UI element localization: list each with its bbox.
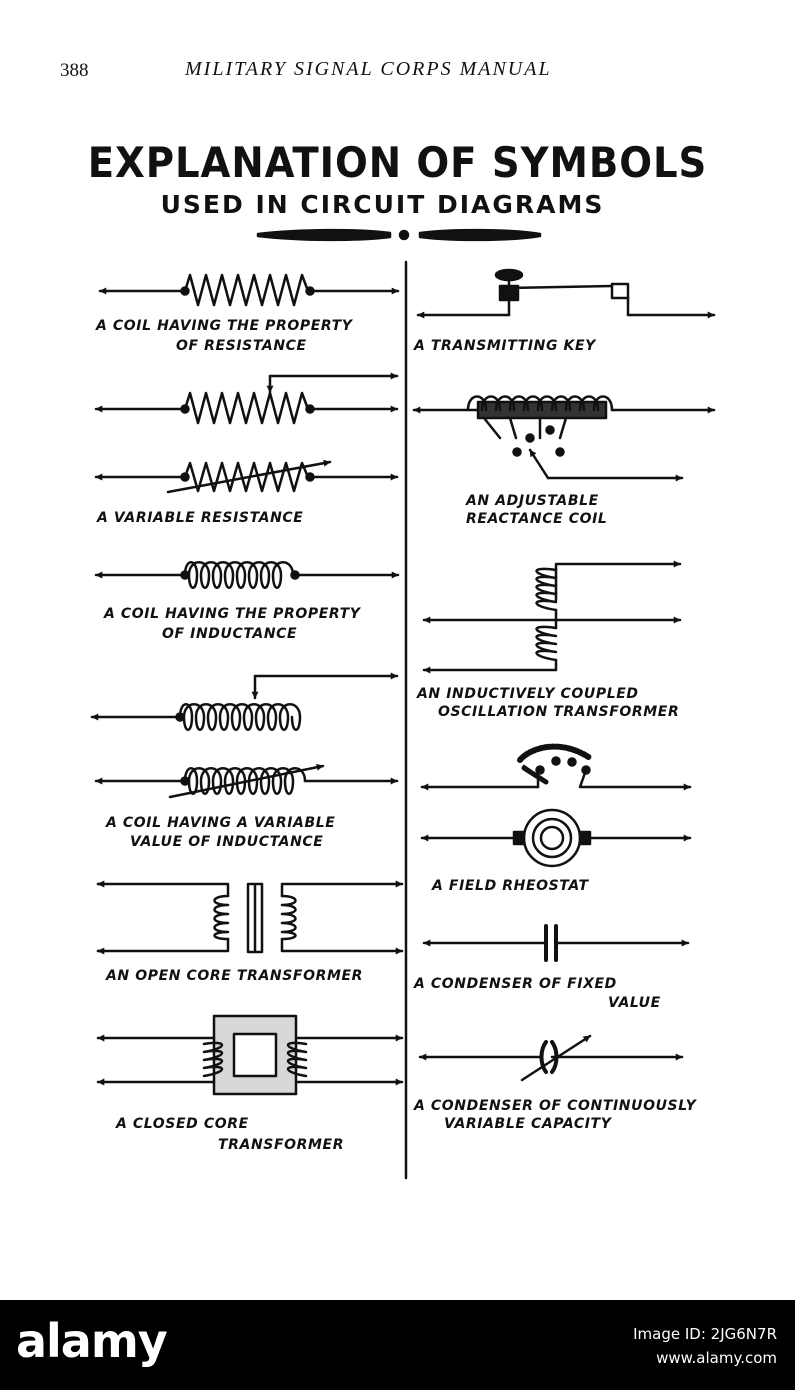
caption-closed-core-line2: TRANSFORMER	[218, 1137, 345, 1153]
caption-variable-resistance: A VARIABLE RESISTANCE	[97, 510, 304, 526]
adjustable-reactance-coil-symbol	[412, 395, 716, 482]
caption-inductance-line2: OF INDUCTANCE	[162, 626, 298, 642]
caption-open-core: AN OPEN CORE TRANSFORMER	[106, 968, 364, 984]
caption-field-rheostat: A FIELD RHEOSTAT	[432, 878, 589, 894]
tapped-resistance-symbol	[94, 372, 399, 425]
image-id-text: Image ID: 2JG6N7R	[633, 1325, 777, 1343]
caption-reactance-line2: REACTANCE COIL	[466, 511, 608, 527]
inductance-coil-symbol	[94, 561, 400, 589]
open-core-transformer-symbol	[96, 880, 404, 955]
page-number: 388	[60, 60, 89, 81]
alamy-logo: alamy	[16, 1314, 168, 1368]
site-url-text: www.alamy.com	[656, 1349, 777, 1367]
resistance-symbol	[98, 273, 400, 307]
variable-inductance-symbol	[94, 763, 399, 799]
variable-condenser-symbol	[418, 1034, 684, 1082]
closed-core-transformer-symbol	[96, 1014, 404, 1096]
symbols-diagram	[90, 228, 716, 1180]
caption-transmitting-key: A TRANSMITTING KEY	[414, 338, 596, 354]
caption-fixed-condenser-line2: VALUE	[608, 995, 661, 1011]
oscillation-transformer-symbol	[422, 560, 682, 674]
caption-resistance-line2: OF RESISTANCE	[176, 338, 307, 354]
page-title: EXPLANATION OF SYMBOLS	[87, 138, 708, 187]
caption-variable-inductance-line1: A COIL HAVING A VARIABLE	[106, 815, 336, 831]
transmitting-key-symbol	[416, 268, 716, 319]
caption-oscillation-line2: OSCILLATION TRANSFORMER	[438, 704, 680, 720]
caption-inductance-line1: A COIL HAVING THE PROPERTY	[104, 606, 361, 622]
ornament-divider	[256, 228, 542, 242]
caption-variable-inductance-line2: VALUE OF INDUCTANCE	[130, 834, 324, 850]
field-rheostat-symbol	[420, 743, 692, 791]
caption-reactance-line1: AN ADJUSTABLE	[466, 493, 599, 509]
stock-footer-bar: alamy Image ID: 2JG6N7R www.alamy.com	[0, 1300, 795, 1390]
caption-closed-core-line1: A CLOSED CORE	[116, 1116, 249, 1132]
variable-resistance-symbol	[94, 459, 399, 494]
caption-fixed-condenser-line1: A CONDENSER OF FIXED	[414, 976, 617, 992]
manual-page: 388 MILITARY SIGNAL CORPS MANUAL EXPLANA…	[60, 58, 716, 1180]
caption-variable-condenser-line1: A CONDENSER OF CONTINUOUSLY	[414, 1098, 697, 1114]
fixed-condenser-symbol	[422, 924, 690, 962]
page-subtitle: USED IN CIRCUIT DIAGRAMS	[160, 190, 605, 219]
tapped-coil-symbol	[90, 672, 399, 731]
caption-variable-condenser-line2: VARIABLE CAPACITY	[444, 1116, 612, 1132]
running-head: MILITARY SIGNAL CORPS MANUAL	[185, 58, 552, 80]
caption-resistance-line1: A COIL HAVING THE PROPERTY	[96, 318, 353, 334]
armature-symbol	[420, 808, 692, 868]
caption-oscillation-line1: AN INDUCTIVELY COUPLED	[417, 686, 639, 702]
footer-meta: Image ID: 2JG6N7R www.alamy.com	[633, 1322, 777, 1370]
